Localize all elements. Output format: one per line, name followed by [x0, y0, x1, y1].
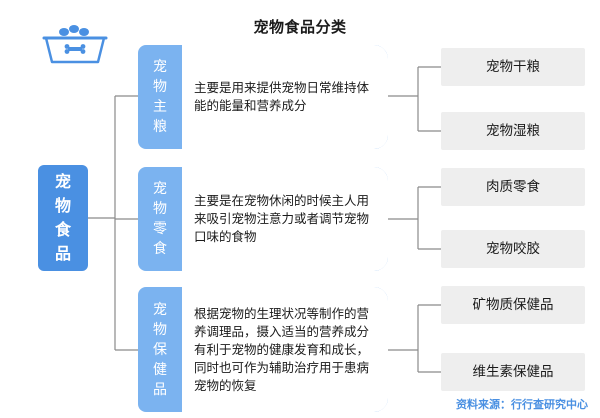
source-footer: 资料来源：行行查研究中心 — [456, 398, 588, 411]
leaf-node: 宠物湿粮 — [441, 112, 585, 150]
category-label-main-food: 宠物主粮 — [138, 45, 182, 149]
leaf-node: 维生素保健品 — [441, 353, 585, 391]
leaf-node: 肉质零食 — [441, 168, 585, 206]
root-label: 宠物食品 — [54, 172, 71, 263]
leaf-node: 矿物质保健品 — [441, 286, 585, 324]
leaf-node: 宠物咬胶 — [441, 230, 585, 268]
category-description: 主要是在宠物休闲的时候主人用来吸引宠物注意力或者调节宠物口味的食物 — [182, 167, 388, 271]
category-description: 根据宠物的生理状况等制作的营养调理品，摄入适当的营养成分有利于宠物的健康发育和成… — [182, 287, 388, 412]
category-label-snacks: 宠物零食 — [138, 167, 182, 271]
category-label-supplements: 宠物保健品 — [138, 287, 182, 412]
diagram-title: 宠物食品分类 — [253, 18, 347, 36]
root-node: 宠物食品 — [38, 165, 88, 271]
pet-bowl-icon — [42, 25, 108, 64]
category-description: 主要是用来提供宠物日常维持体能的能量和营养成分 — [182, 45, 388, 149]
leaf-node: 宠物干粮 — [441, 48, 585, 86]
